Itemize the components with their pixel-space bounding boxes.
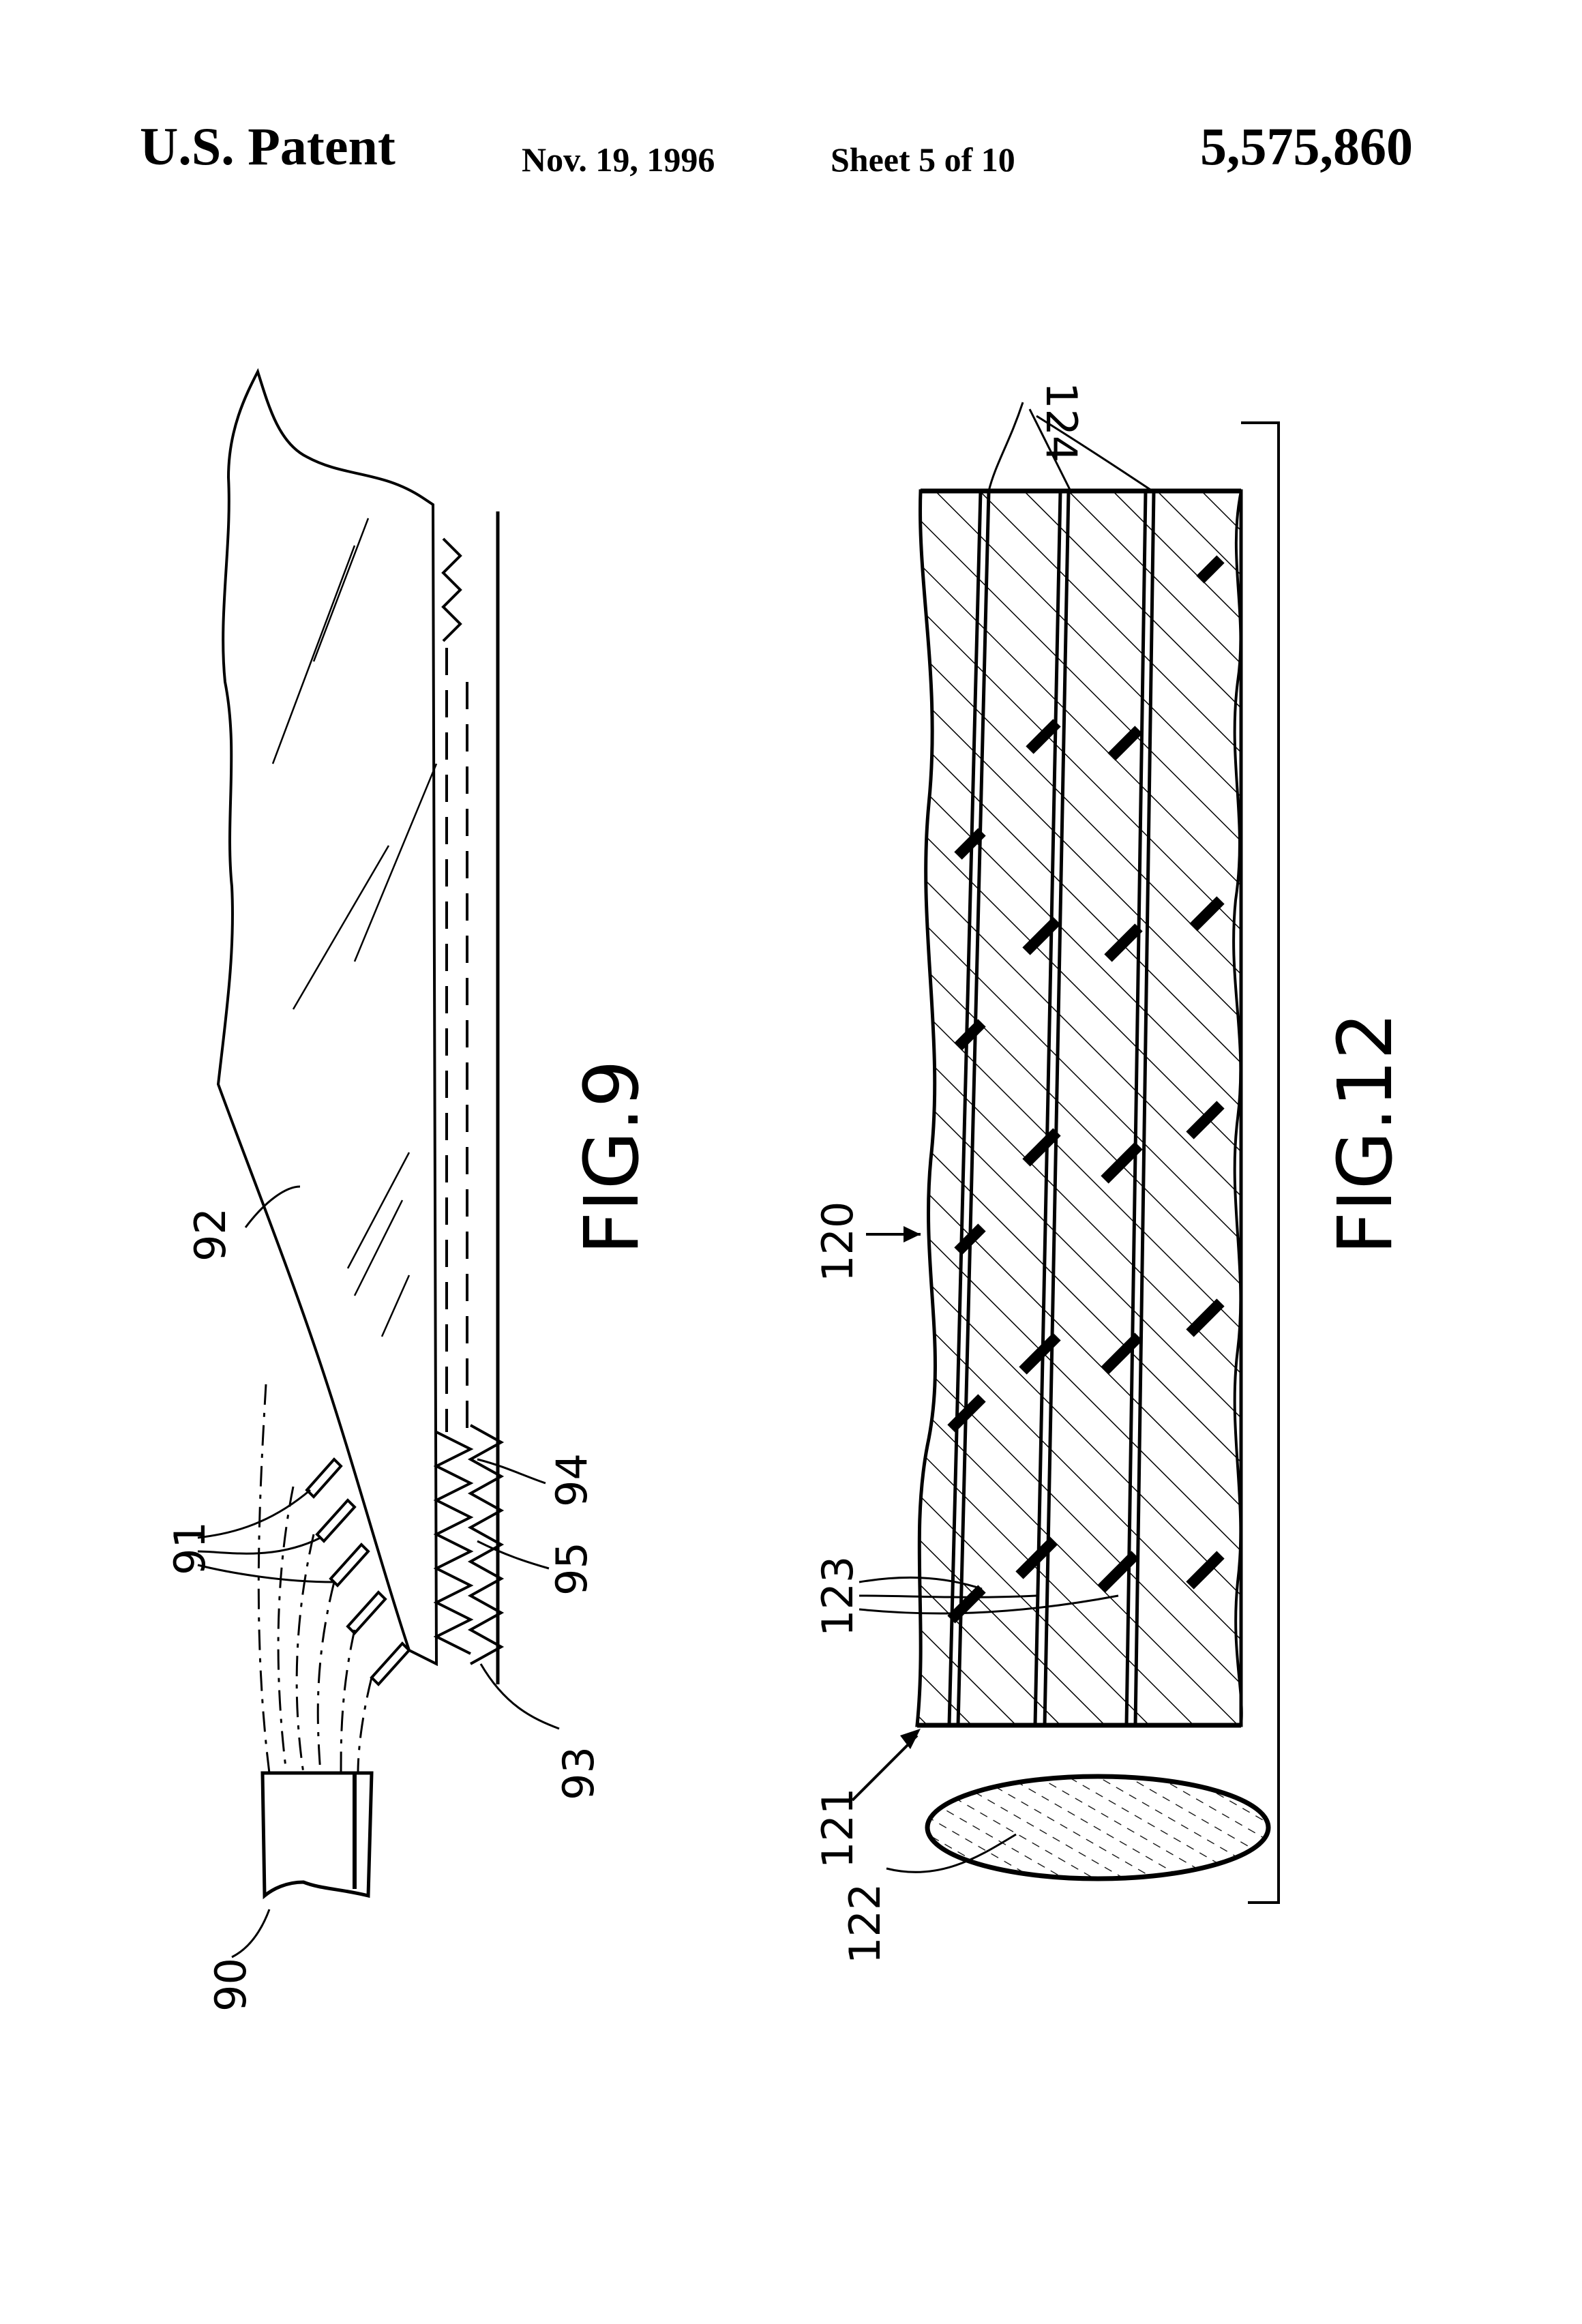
fig12-ref-124: 124 bbox=[1036, 382, 1086, 462]
fig9-upper-zigzag bbox=[443, 539, 460, 641]
fig12-ref-120: 120 bbox=[813, 1202, 863, 1282]
fig12-core-ellipse bbox=[927, 1776, 1268, 1879]
figure-12: 124 120 123 121 122 FIG.12 bbox=[813, 382, 1409, 1964]
fig9-ref-91: 91 bbox=[165, 1521, 215, 1575]
fig12-ref-121: 121 bbox=[813, 1788, 863, 1868]
fig12-ref-123: 123 bbox=[813, 1556, 863, 1637]
fig9-leader-lines bbox=[198, 1187, 559, 1957]
fig9-ref-90: 90 bbox=[206, 1958, 256, 2012]
fig9-ref-93: 93 bbox=[554, 1746, 603, 1800]
fig9-zigzag-94 bbox=[436, 1432, 471, 1654]
fig12-arrowhead-120 bbox=[904, 1226, 921, 1242]
fig12-bracket bbox=[1241, 423, 1279, 1903]
fig9-nozzles bbox=[307, 1459, 409, 1684]
figure-9: 92 91 94 95 93 90 FIG.9 bbox=[165, 372, 655, 2012]
fig9-ref-94: 94 bbox=[547, 1453, 597, 1507]
fig9-sheen-lines bbox=[273, 518, 436, 1337]
fig12-arrowhead-121 bbox=[900, 1729, 921, 1749]
fig9-label: FIG.9 bbox=[568, 1060, 655, 1255]
fig9-ref-92: 92 bbox=[185, 1208, 235, 1262]
fig12-label: FIG.12 bbox=[1322, 1012, 1409, 1255]
fig12-laminate-body bbox=[907, 477, 1248, 1739]
fig12-ref-122: 122 bbox=[840, 1883, 890, 1964]
fig9-ref-95: 95 bbox=[547, 1542, 597, 1596]
